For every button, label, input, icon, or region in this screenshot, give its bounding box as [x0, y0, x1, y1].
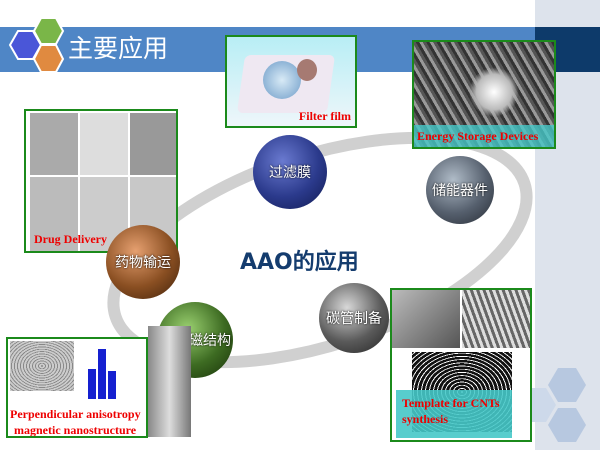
- node-filter-membrane[interactable]: 过滤膜: [253, 135, 327, 209]
- magnet-tem-image: [148, 326, 191, 437]
- center-title: AAO的应用: [240, 250, 359, 275]
- filter-film-caption: Filter film: [298, 109, 351, 123]
- hexagon-logo-icon: [8, 17, 65, 73]
- drug-delivery-image: Drug Delivery: [24, 109, 178, 253]
- magnetic-nanostructure-image: Perpendicular anisotropy magnetic nanost…: [6, 337, 148, 438]
- filter-film-image: Filter film: [225, 35, 357, 128]
- page-title: 主要应用: [68, 34, 169, 63]
- node-cnt-preparation[interactable]: 碳管制备: [319, 283, 389, 353]
- cnt-caption-line1: Template for CNTs: [402, 396, 500, 410]
- cnt-template-image: Template for CNTs synthesis: [390, 288, 532, 442]
- cnt-caption-line2: synthesis: [402, 412, 449, 426]
- energy-storage-caption: Energy Storage Devices: [417, 129, 539, 143]
- energy-storage-image: Energy Storage Devices: [412, 40, 556, 149]
- node-drug-delivery[interactable]: 药物输运: [106, 225, 180, 299]
- node-energy-storage[interactable]: 储能器件: [426, 156, 494, 224]
- drug-delivery-caption: Drug Delivery: [34, 232, 107, 246]
- magnetic-caption-line1: Perpendicular anisotropy: [10, 407, 141, 421]
- magnetic-caption-line2: magnetic nanostructure: [14, 423, 137, 437]
